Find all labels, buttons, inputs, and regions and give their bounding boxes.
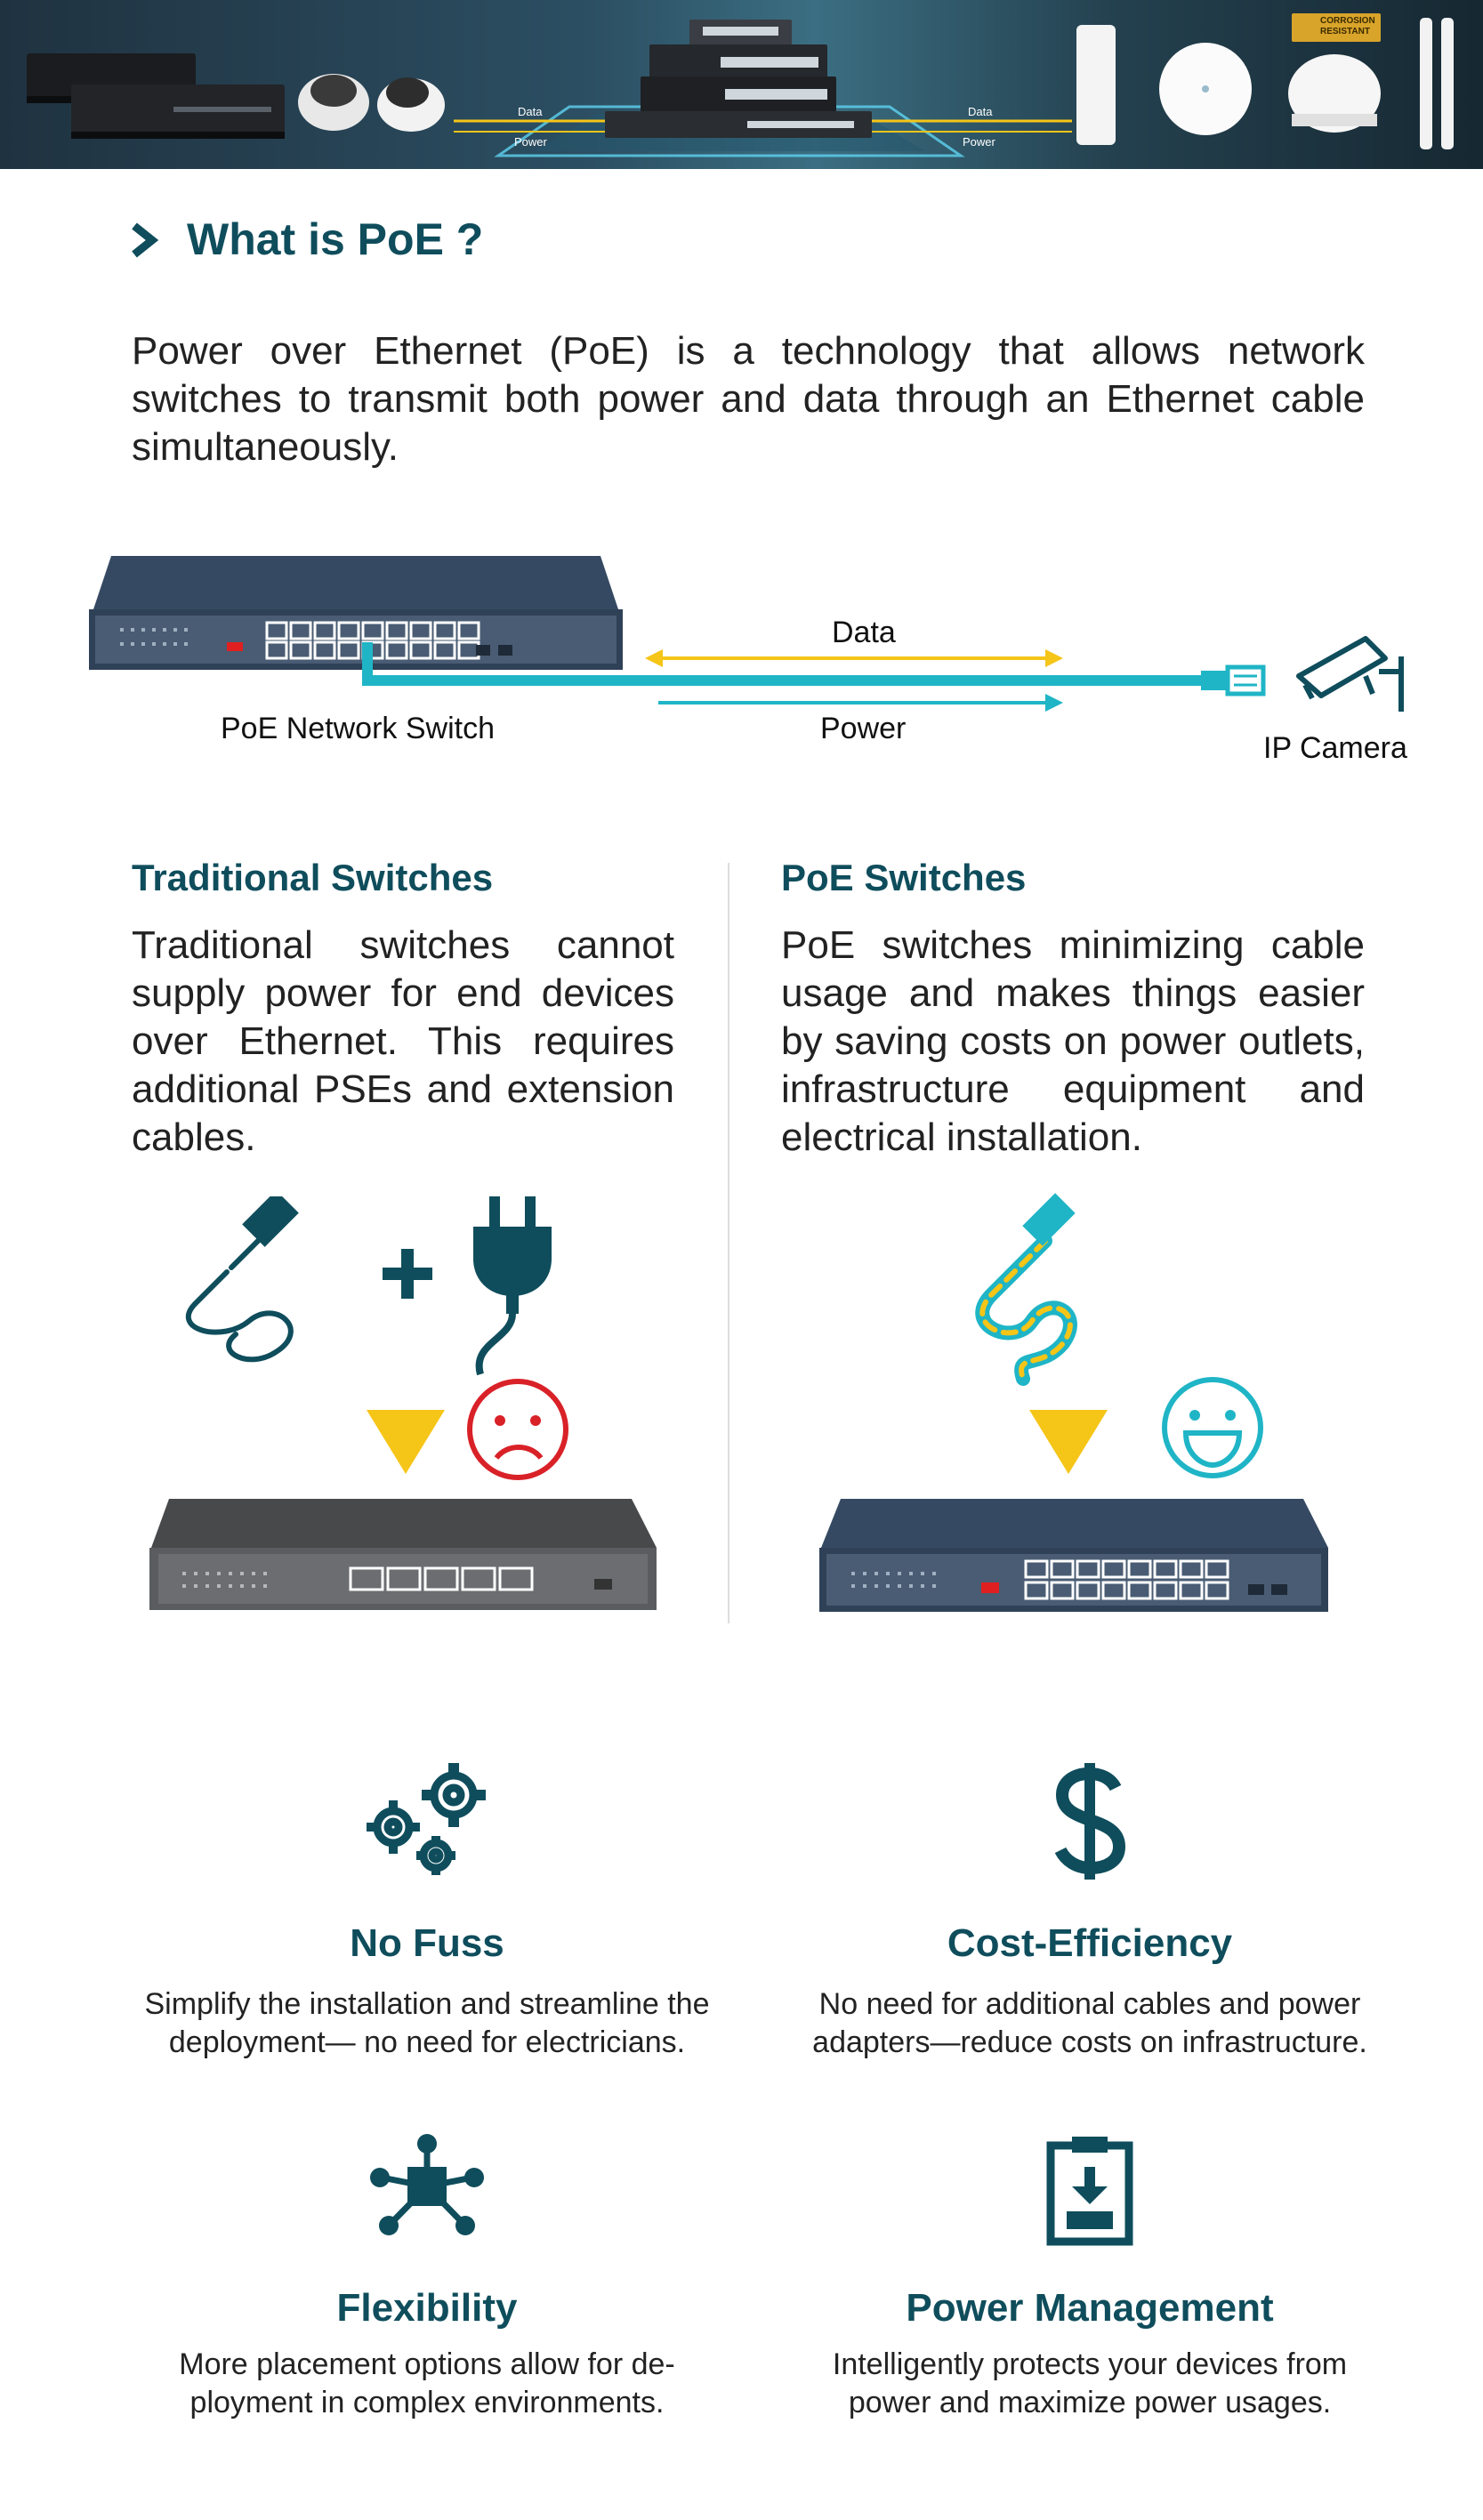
traditional-illustration bbox=[149, 1196, 657, 1610]
network-hub-icon bbox=[370, 2134, 484, 2235]
page-title: What is PoE ? bbox=[187, 214, 484, 264]
feature-title-cost-efficiency: Cost-Efficiency bbox=[947, 1921, 1233, 1965]
power-clipboard-icon bbox=[1046, 2137, 1133, 2246]
poe-diagram bbox=[89, 556, 1404, 712]
banner-data-label-left: Data bbox=[518, 105, 543, 118]
data-label: Data bbox=[832, 616, 896, 649]
badge-line-2: RESISTANT bbox=[1320, 27, 1370, 36]
poe-switch-icon bbox=[819, 1499, 1328, 1612]
poe-title: PoE Switches bbox=[781, 857, 1027, 898]
corrosion-badge: CORROSION RESISTANT bbox=[1320, 16, 1375, 37]
ip-camera-icon bbox=[1296, 636, 1404, 712]
traditional-text: Traditional switches cannot supply power… bbox=[132, 923, 674, 1159]
feature-title-power-management: Power Management bbox=[906, 2286, 1274, 2330]
chevron-right-icon bbox=[132, 222, 159, 258]
feature-title-flexibility: Flexibility bbox=[336, 2286, 518, 2330]
camera-label: IP Camera bbox=[1263, 731, 1407, 765]
power-plug-icon bbox=[473, 1196, 552, 1376]
ethernet-cable-icon bbox=[185, 1196, 299, 1363]
poe-illustration bbox=[819, 1193, 1328, 1612]
poe-switch-icon bbox=[89, 556, 623, 670]
banner-power-label-right: Power bbox=[963, 135, 995, 149]
gears-icon bbox=[367, 1763, 486, 1875]
plus-icon bbox=[383, 1249, 432, 1299]
feature-desc-flexibility: More placement options allow for de-ploy… bbox=[179, 2347, 675, 2419]
top-banner: Data Power Data Power CORROSION RESISTAN… bbox=[0, 0, 1483, 169]
dollar-icon bbox=[1054, 1763, 1126, 1880]
poe-text: PoE switches minimizing cable usage and … bbox=[781, 923, 1365, 1159]
feature-desc-cost-efficiency: No need for additional cables and power … bbox=[812, 1987, 1367, 2059]
down-arrow-icon bbox=[367, 1410, 445, 1474]
switch-label: PoE Network Switch bbox=[221, 712, 495, 745]
happy-face-icon bbox=[1162, 1377, 1263, 1478]
poe-cable-icon bbox=[975, 1193, 1077, 1386]
sad-face-icon bbox=[467, 1379, 568, 1480]
down-arrow-icon bbox=[1029, 1410, 1108, 1474]
feature-title-no-fuss: No Fuss bbox=[350, 1921, 504, 1965]
banner-power-label-left: Power bbox=[514, 135, 547, 149]
column-divider bbox=[728, 863, 729, 1623]
feature-desc-power-management: Intelligently protects your devices from… bbox=[832, 2347, 1348, 2419]
traditional-title: Traditional Switches bbox=[132, 857, 494, 898]
badge-line-1: CORROSION bbox=[1320, 16, 1375, 26]
banner-illustration bbox=[27, 13, 1454, 157]
traditional-switch-icon bbox=[149, 1499, 657, 1610]
feature-desc-no-fuss: Simplify the installation and streamline… bbox=[144, 1987, 710, 2059]
ethernet-plug-icon bbox=[1201, 664, 1266, 696]
banner-data-label-right: Data bbox=[968, 105, 993, 118]
power-label: Power bbox=[820, 712, 907, 745]
intro-paragraph: Power over Ethernet (PoE) is a technolog… bbox=[132, 329, 1365, 469]
